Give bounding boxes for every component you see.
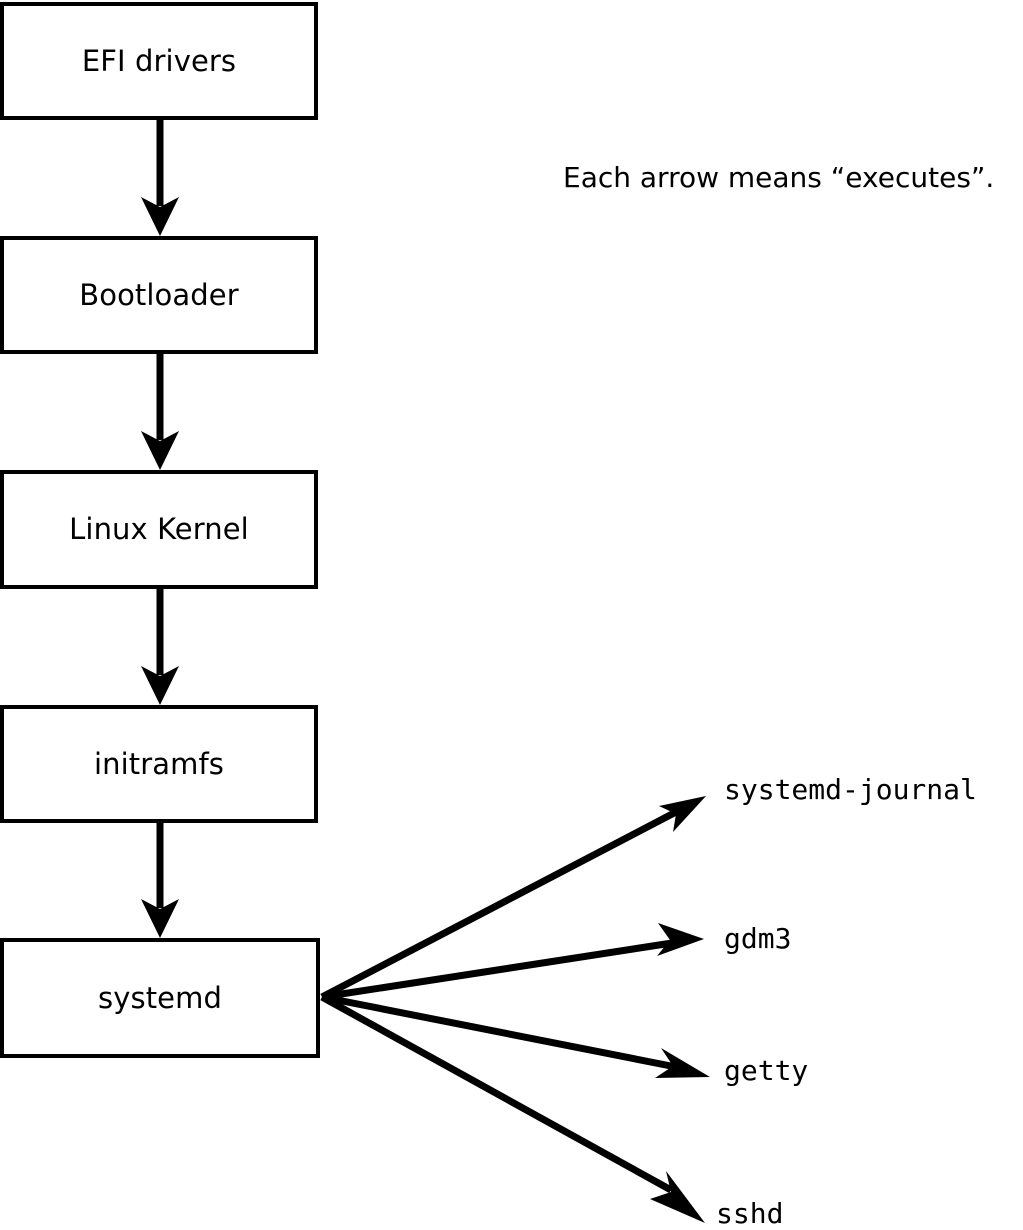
leaf-label-systemd-journal[interactable]: systemd-journal xyxy=(724,773,977,806)
branch-arrow-systemd-journal xyxy=(320,796,706,1001)
branch-arrow-getty xyxy=(321,993,710,1078)
leaf-label-gdm3[interactable]: gdm3 xyxy=(724,922,792,955)
node-initramfs[interactable]: initramfs xyxy=(0,705,318,823)
chain-arrow-efi-to-bootloader xyxy=(141,120,179,236)
chain-arrow-bootloader-to-kernel xyxy=(141,354,179,470)
leaf-label-getty[interactable]: getty xyxy=(724,1054,809,1087)
node-efi-drivers[interactable]: EFI drivers xyxy=(0,2,318,120)
chain-arrow-kernel-to-initramfs xyxy=(141,589,179,705)
node-bootloader[interactable]: Bootloader xyxy=(0,236,318,354)
node-label-initramfs: initramfs xyxy=(93,746,225,781)
leaf-label-sshd[interactable]: sshd xyxy=(716,1197,784,1230)
chain-arrow-initramfs-to-systemd xyxy=(141,822,179,938)
node-label-bootloader: Bootloader xyxy=(79,277,239,312)
branch-arrow-gdm3 xyxy=(321,923,704,1001)
node-systemd[interactable]: systemd xyxy=(0,938,320,1058)
node-label-linux-kernel: Linux Kernel xyxy=(69,512,249,546)
node-label-efi-drivers: EFI drivers xyxy=(81,43,237,78)
branch-arrow-sshd xyxy=(320,993,705,1223)
legend-note: Each arrow means “executes”. xyxy=(563,161,995,194)
node-label-systemd: systemd xyxy=(98,980,222,1015)
node-linux-kernel[interactable]: Linux Kernel xyxy=(0,470,318,589)
